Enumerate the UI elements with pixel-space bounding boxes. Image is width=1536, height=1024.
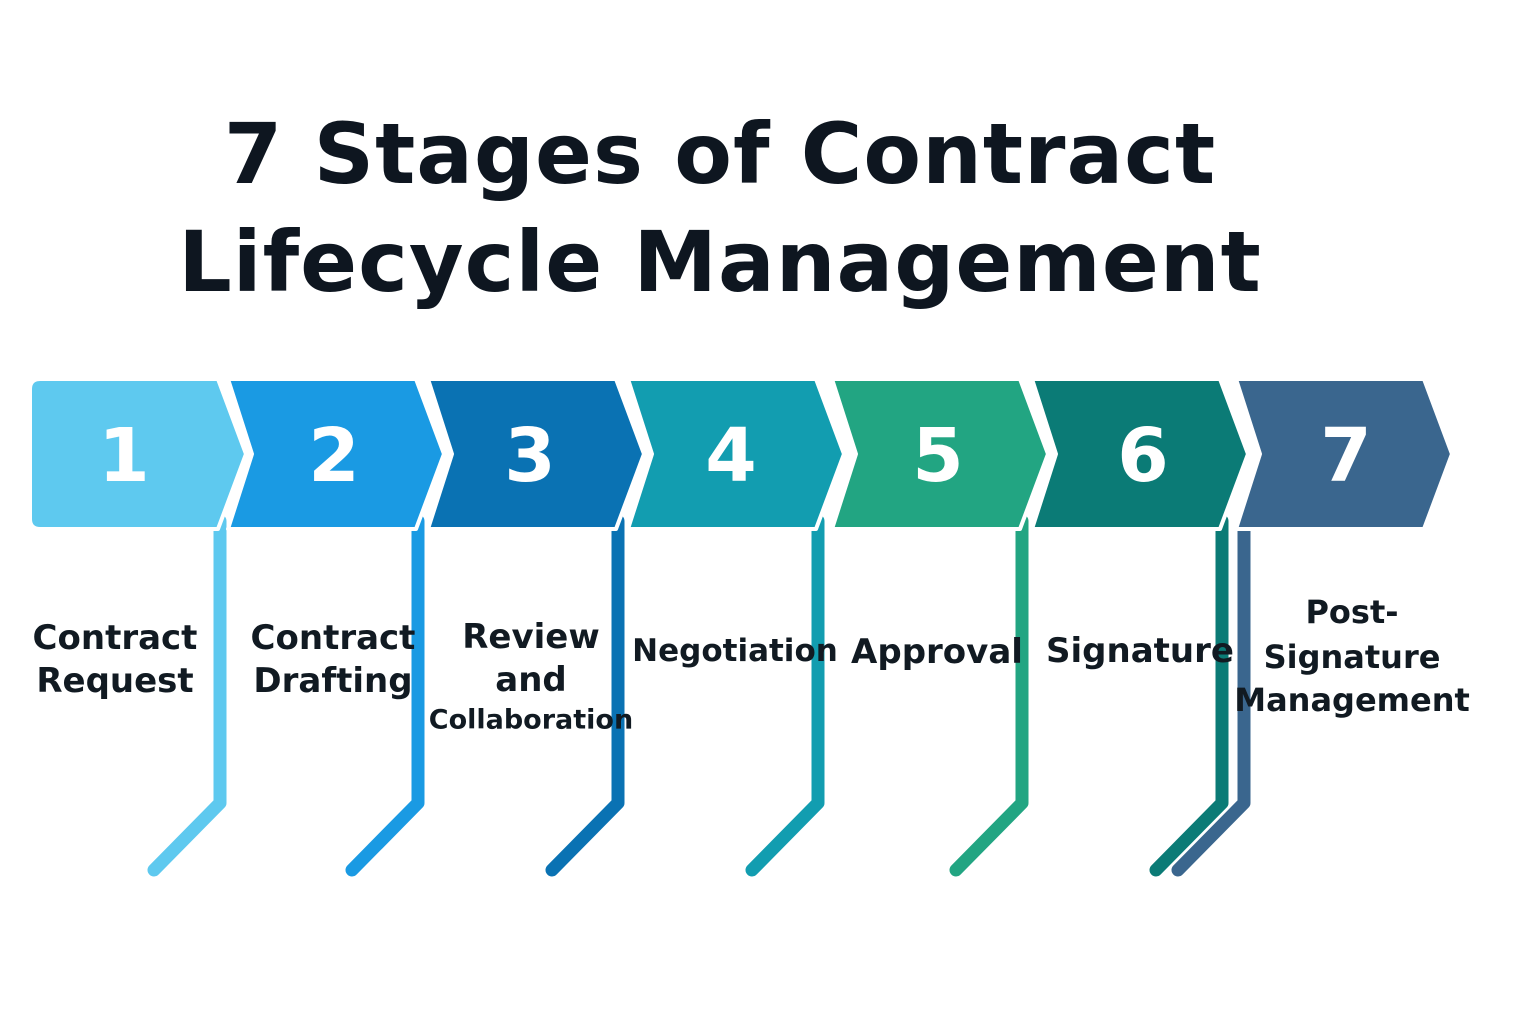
- stage-3-label-line-1: Review: [462, 617, 600, 657]
- stage-2-label-line-1: Contract: [251, 618, 416, 658]
- stage-1-label-line-2: Request: [36, 661, 193, 701]
- stage-6-connector: [1149, 514, 1229, 877]
- stage-6-label-line-1: Signature: [1046, 631, 1234, 671]
- stage-6-number: 6: [1117, 413, 1169, 499]
- stage-1-label-line-1: Contract: [33, 618, 198, 658]
- stage-3-chevron: [426, 377, 646, 531]
- title-line-1: 7 Stages of Contract: [223, 105, 1217, 203]
- stage-7-chevron: [1234, 377, 1454, 531]
- stage-7-label-line-2: Signature: [1264, 638, 1441, 676]
- stage-1-chevron: [28, 377, 248, 531]
- stage-3-label-line-2: and: [495, 660, 567, 700]
- stage-5-chevron: [830, 377, 1050, 531]
- stage-4-chevron: [626, 377, 846, 531]
- stage-2-label-line-2: Drafting: [253, 661, 412, 701]
- stage-7-label-line-1: Post-: [1305, 593, 1398, 631]
- stage-2-number: 2: [308, 413, 360, 499]
- stage-1-connector: [147, 514, 227, 877]
- stage-5-label-line-1: Approval: [851, 632, 1023, 672]
- stage-1-number: 1: [98, 413, 150, 499]
- stage-3-label-line-3: Collaboration: [429, 704, 633, 735]
- stage-4-number: 4: [705, 413, 757, 499]
- title-line-2: Lifecycle Management: [178, 213, 1262, 311]
- stage-2-chevron: [226, 377, 446, 531]
- stage-4-connector: [745, 514, 825, 877]
- stage-6-chevron: [1030, 377, 1250, 531]
- stage-7-label-line-3: Management: [1234, 681, 1470, 719]
- stage-2-connector: [345, 514, 425, 877]
- stage-7-number: 7: [1320, 413, 1372, 499]
- stage-5-connector: [949, 514, 1029, 877]
- page-title: 7 Stages of Contract Lifecycle Managemen…: [0, 100, 1440, 316]
- stage-4-label-line-1: Negotiation: [632, 633, 838, 669]
- stage-7-connector: [1171, 514, 1251, 877]
- stage-3-connector: [545, 514, 625, 877]
- stage-5-number: 5: [912, 413, 964, 499]
- stage-3-number: 3: [504, 413, 556, 499]
